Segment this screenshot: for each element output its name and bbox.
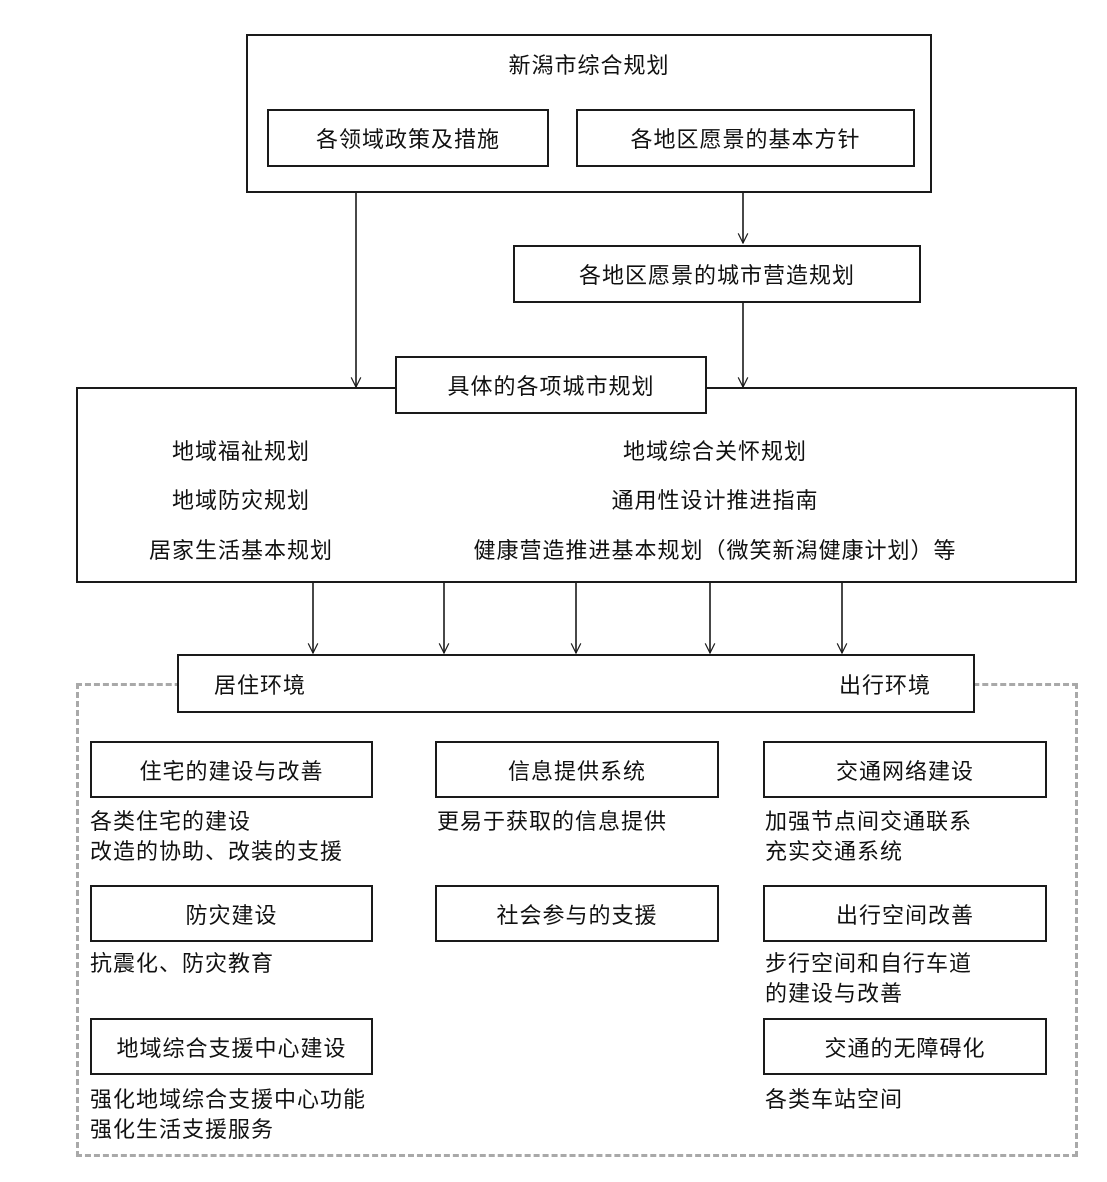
measure-title: 地域综合支援中心建设	[116, 1036, 347, 1062]
measure-title: 交通的无障碍化	[824, 1036, 986, 1062]
measure-box	[90, 741, 373, 798]
measure-title: 信息提供系统	[507, 759, 646, 785]
measure-title: 防灾建设	[185, 903, 278, 929]
environment-bar	[177, 654, 975, 713]
measure-desc: 更易于获取的信息提供	[437, 810, 668, 835]
measure-desc: 改造的协助、改装的支援	[90, 840, 344, 865]
measure-box	[763, 741, 1047, 798]
measure-title: 社会参与的支援	[496, 903, 658, 929]
measure-title: 出行空间改善	[835, 903, 974, 929]
measure-desc: 各类住宅的建设	[90, 810, 252, 835]
district-vision-label: 各地区愿景的基本方针	[630, 128, 861, 153]
measure-desc: 强化生活支援服务	[90, 1118, 275, 1143]
plan-item-right: 地域综合关怀规划	[622, 440, 807, 465]
measure-box	[763, 885, 1047, 942]
measure-desc: 强化地域综合支援中心功能	[90, 1088, 367, 1113]
policies-box	[267, 109, 549, 167]
measure-box	[435, 741, 719, 798]
measure-desc: 抗震化、防灾教育	[90, 952, 275, 977]
district-planning-label: 各地区愿景的城市营造规划	[578, 264, 855, 289]
measure-desc: 步行空间和自行车道	[765, 952, 973, 977]
district-planning-box	[513, 245, 921, 303]
measure-desc: 各类车站空间	[765, 1088, 904, 1113]
measure-box	[435, 885, 719, 942]
mobility-environment-label: 出行环境	[838, 673, 931, 699]
living-environment-label: 居住环境	[213, 673, 306, 699]
measure-box	[90, 1018, 373, 1075]
plan-item-right: 通用性设计推进指南	[611, 489, 819, 514]
specific-plans-title-box	[395, 356, 707, 414]
plan-item-right: 健康营造推进基本规划（微笑新潟健康计划）等	[473, 539, 957, 564]
measure-desc: 加强节点间交通联系	[765, 810, 973, 835]
specific-plans-title: 具体的各项城市规划	[447, 375, 655, 400]
measure-box	[763, 1018, 1047, 1075]
measure-box	[90, 885, 373, 942]
specific-plans-box	[76, 387, 1077, 583]
measure-title: 住宅的建设与改善	[139, 759, 324, 785]
plan-item-left: 地域福祉规划	[171, 440, 310, 465]
measure-title: 交通网络建设	[835, 759, 974, 785]
measure-desc: 的建设与改善	[765, 982, 904, 1007]
measure-desc: 充实交通系统	[765, 840, 904, 865]
plan-item-left: 地域防灾规划	[171, 489, 310, 514]
district-vision-box	[576, 109, 915, 167]
plan-item-left: 居家生活基本规划	[148, 539, 333, 564]
policies-label: 各领域政策及措施	[315, 128, 500, 153]
comprehensive-plan-title: 新潟市综合规划	[508, 54, 670, 79]
